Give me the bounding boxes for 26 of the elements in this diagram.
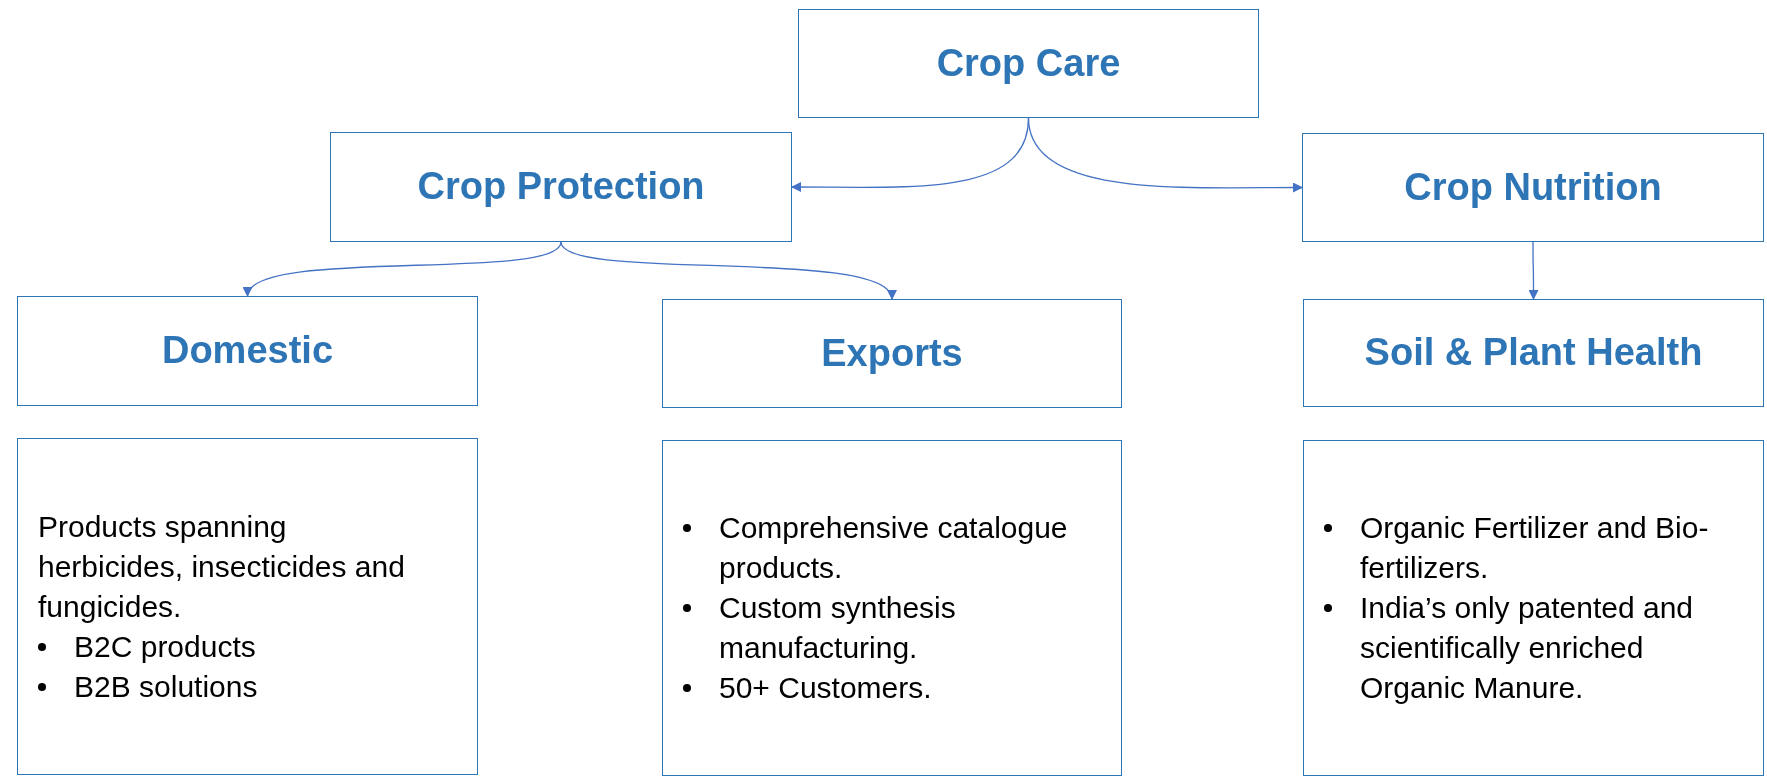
bullet-text: Organic Fertilizer and Bio-fertilizers. (1360, 510, 1710, 586)
category-title: Domestic (161, 328, 334, 374)
bullet-text: B2C products (74, 628, 256, 665)
bullet-text: India’s only patented and scientifically enriched Organic Manure. (1360, 590, 1695, 706)
category-title: Soil & Plant Health (1364, 330, 1703, 376)
bullet-text: Comprehensive catalogue products. (719, 510, 1069, 586)
bullet-text: 50+ Customers. (719, 670, 932, 706)
category-title: Crop Care (936, 40, 1121, 86)
description-text: Products spanning herbicides, insecticides and fungicides. (38, 508, 406, 625)
category-box (798, 9, 1259, 118)
category-box (662, 299, 1122, 408)
category-box (1303, 299, 1764, 407)
category-box (330, 132, 792, 242)
bullet-text: Custom synthesis manufacturing. (719, 590, 957, 666)
category-title: Crop Protection (417, 164, 705, 210)
description-box (1303, 440, 1764, 776)
category-title: Crop Nutrition (1404, 164, 1662, 210)
category-box (17, 296, 478, 406)
description-box (662, 440, 1122, 776)
arrow (246, 241, 562, 297)
arrow (1027, 117, 1303, 193)
description-box (17, 438, 478, 775)
category-box (1302, 133, 1764, 242)
category-title: Exports (821, 330, 963, 376)
arrow (1528, 241, 1539, 300)
bullet-text: B2B solutions (74, 668, 258, 705)
